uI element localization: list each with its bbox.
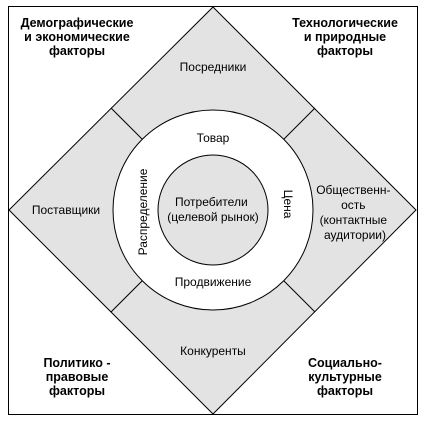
label-intermediaries: Посредники: [180, 60, 247, 74]
label-public: Общественн- ость (контактные аудитории): [316, 183, 394, 242]
center-circle: [157, 154, 269, 266]
separator-lower-left: [110, 279, 144, 313]
label-competitors: Конкуренты: [180, 344, 246, 358]
factor-demographic-economic: Демографические и экономические факторы: [20, 16, 134, 58]
factor-technological-natural: Технологические и природные факторы: [292, 16, 398, 58]
label-promotion: Продвижение: [175, 275, 252, 289]
separator-lower-right: [282, 279, 316, 313]
label-product: Товар: [197, 131, 230, 145]
label-public-line-4: аудитории): [324, 228, 386, 242]
label-suppliers: Поставщики: [32, 203, 100, 217]
separator-upper-left: [110, 107, 144, 141]
label-public-line-3: (контактные: [320, 213, 388, 227]
factor-political-legal: Политико - правовые факторы: [43, 356, 111, 398]
label-consumers-line-2: (целевой рынок): [167, 210, 258, 224]
label-public-line-1: Общественн-: [316, 183, 390, 197]
factor-socio-cultural: Социально- культурные факторы: [308, 356, 382, 398]
label-distribution: Распределение: [136, 168, 150, 255]
label-consumers-line-1: Потребители: [175, 195, 248, 209]
label-consumers: Потребители (целевой рынок): [167, 195, 258, 224]
label-price: Цена: [281, 190, 295, 219]
separator-upper-right: [282, 107, 316, 141]
label-public-line-2: ость: [341, 198, 365, 212]
